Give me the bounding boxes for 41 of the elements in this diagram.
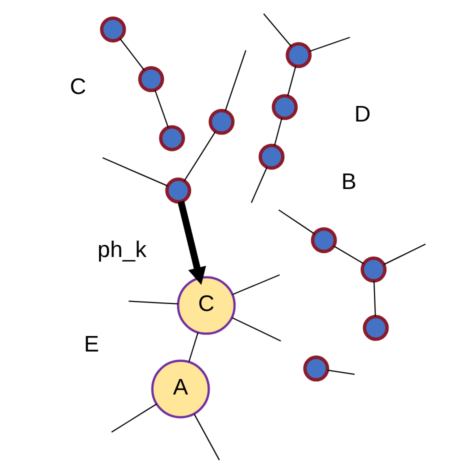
connector <box>373 281 376 316</box>
connector <box>287 66 296 96</box>
node-circle <box>360 256 387 283</box>
connector <box>384 244 426 265</box>
connector <box>194 414 220 460</box>
node-circle <box>362 314 389 341</box>
connector <box>120 38 145 70</box>
connector <box>250 167 268 204</box>
connector <box>328 370 355 375</box>
node-circle <box>138 66 164 92</box>
label: ph_k <box>98 236 146 262</box>
node-circle: A <box>151 360 210 418</box>
label: E <box>84 332 100 357</box>
node-circle <box>286 42 312 68</box>
connector <box>111 404 157 433</box>
node-circle <box>159 125 186 152</box>
connector <box>274 118 282 146</box>
node-circle <box>100 16 126 42</box>
connector <box>309 36 350 52</box>
connector <box>263 13 292 47</box>
node-circle <box>165 178 192 204</box>
node-circle <box>303 356 330 382</box>
connector <box>154 90 169 128</box>
arrow <box>178 200 206 285</box>
node-circle <box>258 144 285 170</box>
connector <box>232 317 282 342</box>
node-circle <box>272 94 298 120</box>
connector <box>184 131 216 182</box>
label: D <box>354 101 371 126</box>
label: B <box>341 169 356 194</box>
node-circle: C <box>176 276 236 335</box>
node-circle <box>310 227 337 254</box>
connector <box>232 274 280 295</box>
connector <box>102 157 168 186</box>
connector <box>128 300 178 304</box>
connector <box>278 209 315 234</box>
connector <box>188 332 198 362</box>
connector <box>334 246 364 264</box>
label: C <box>70 74 86 100</box>
connector <box>224 50 246 112</box>
node-circle <box>208 108 235 135</box>
